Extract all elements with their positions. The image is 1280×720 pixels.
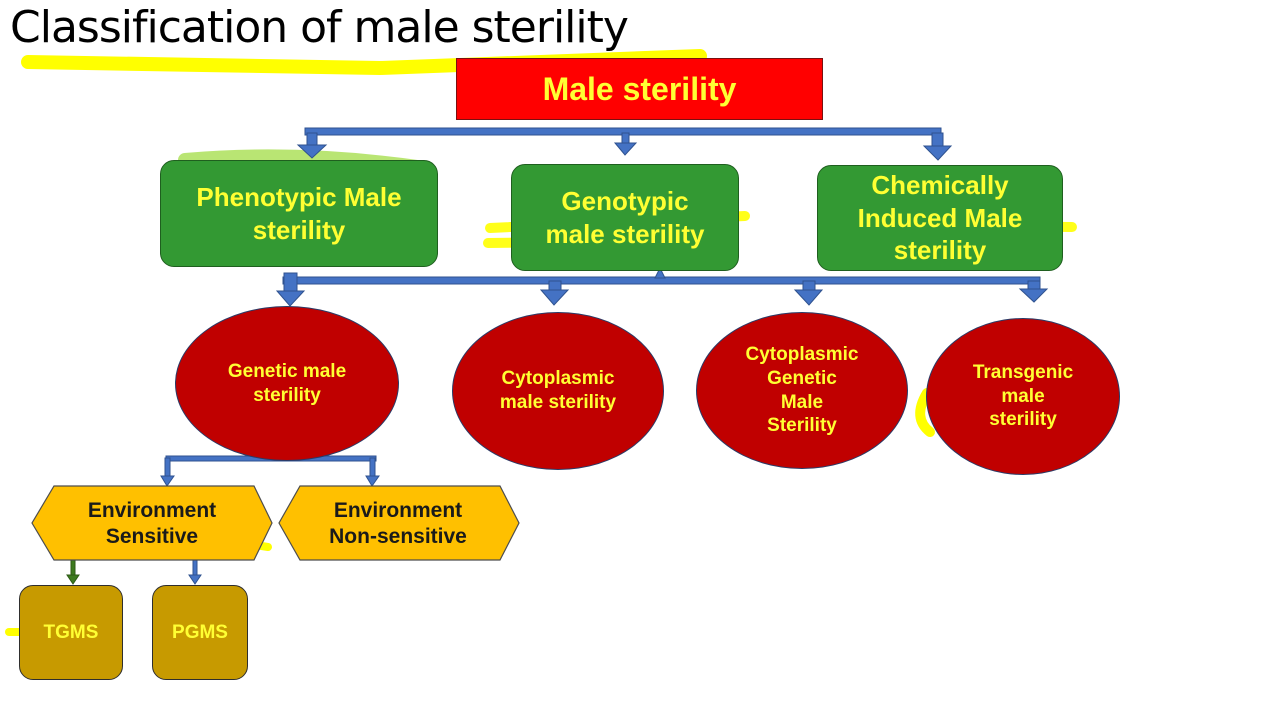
subtype-tgms: TGMS <box>19 585 123 680</box>
type-cytoplasmic-line1: Cytoplasmic <box>501 368 615 390</box>
type-cytoplasmic: Cytoplasmic male sterility <box>452 312 664 470</box>
category-chemically-induced: Chemically Induced Male sterility <box>817 165 1063 271</box>
root-label: Male sterility <box>542 71 737 107</box>
type-transgenic: Transgenic male sterility <box>926 318 1120 475</box>
category-genotypic-line2: male sterility <box>545 218 705 249</box>
type-cgms-line3: Male <box>780 391 824 413</box>
subtype-pgms: PGMS <box>152 585 248 680</box>
category-chemical-line3: sterility <box>893 235 987 266</box>
type-cytoplasmic-line2: male sterility <box>499 392 617 413</box>
type-cytoplasmic-genetic: Cytoplasmic Genetic Male Sterility <box>696 312 908 469</box>
subtype-tgms-label: TGMS <box>43 621 99 643</box>
type-cgms-line1: Cytoplasmic <box>745 344 859 365</box>
env-sensitive-line2: Sensitive <box>105 525 199 548</box>
env-nonsensitive-line2: Non-sensitive <box>329 525 467 548</box>
subtype-pgms-label: PGMS <box>172 621 228 643</box>
type-cgms-line4: Sterility <box>767 415 837 437</box>
type-genetic-line2: sterility <box>253 384 321 406</box>
category-phenotypic-line2: sterility <box>252 214 346 245</box>
category-genotypic: Genotypic male sterility <box>511 164 739 271</box>
env-nonsensitive-shape <box>278 485 520 561</box>
type-transgenic-line1: Transgenic <box>972 361 1074 383</box>
environment-non-sensitive: Environment Non-sensitive <box>278 486 518 560</box>
type-genetic: Genetic male sterility <box>175 306 399 461</box>
category-phenotypic-line1: Phenotypic Male <box>196 182 402 212</box>
type-cgms-line2: Genetic <box>767 367 837 389</box>
category-genotypic-line1: Genotypic <box>561 186 689 216</box>
category-chemical-line1: Chemically <box>871 170 1009 201</box>
category-chemical-line2: Induced Male <box>857 202 1023 233</box>
transgenic-highlight <box>915 388 935 437</box>
env-nonsensitive-line1: Environment <box>333 498 463 522</box>
type-transgenic-line2: male <box>1001 385 1045 407</box>
env-sensitive-shape <box>31 485 273 561</box>
environment-sensitive: Environment Sensitive <box>32 486 272 560</box>
env-sensitive-line1: Environment <box>87 498 217 522</box>
type-transgenic-line3: sterility <box>989 409 1057 431</box>
category-phenotypic: Phenotypic Male sterility <box>160 160 438 267</box>
type-genetic-line1: Genetic male <box>227 360 347 382</box>
root-node-male-sterility: Male sterility <box>456 58 823 120</box>
page-title: Classification of male sterility <box>10 2 629 53</box>
